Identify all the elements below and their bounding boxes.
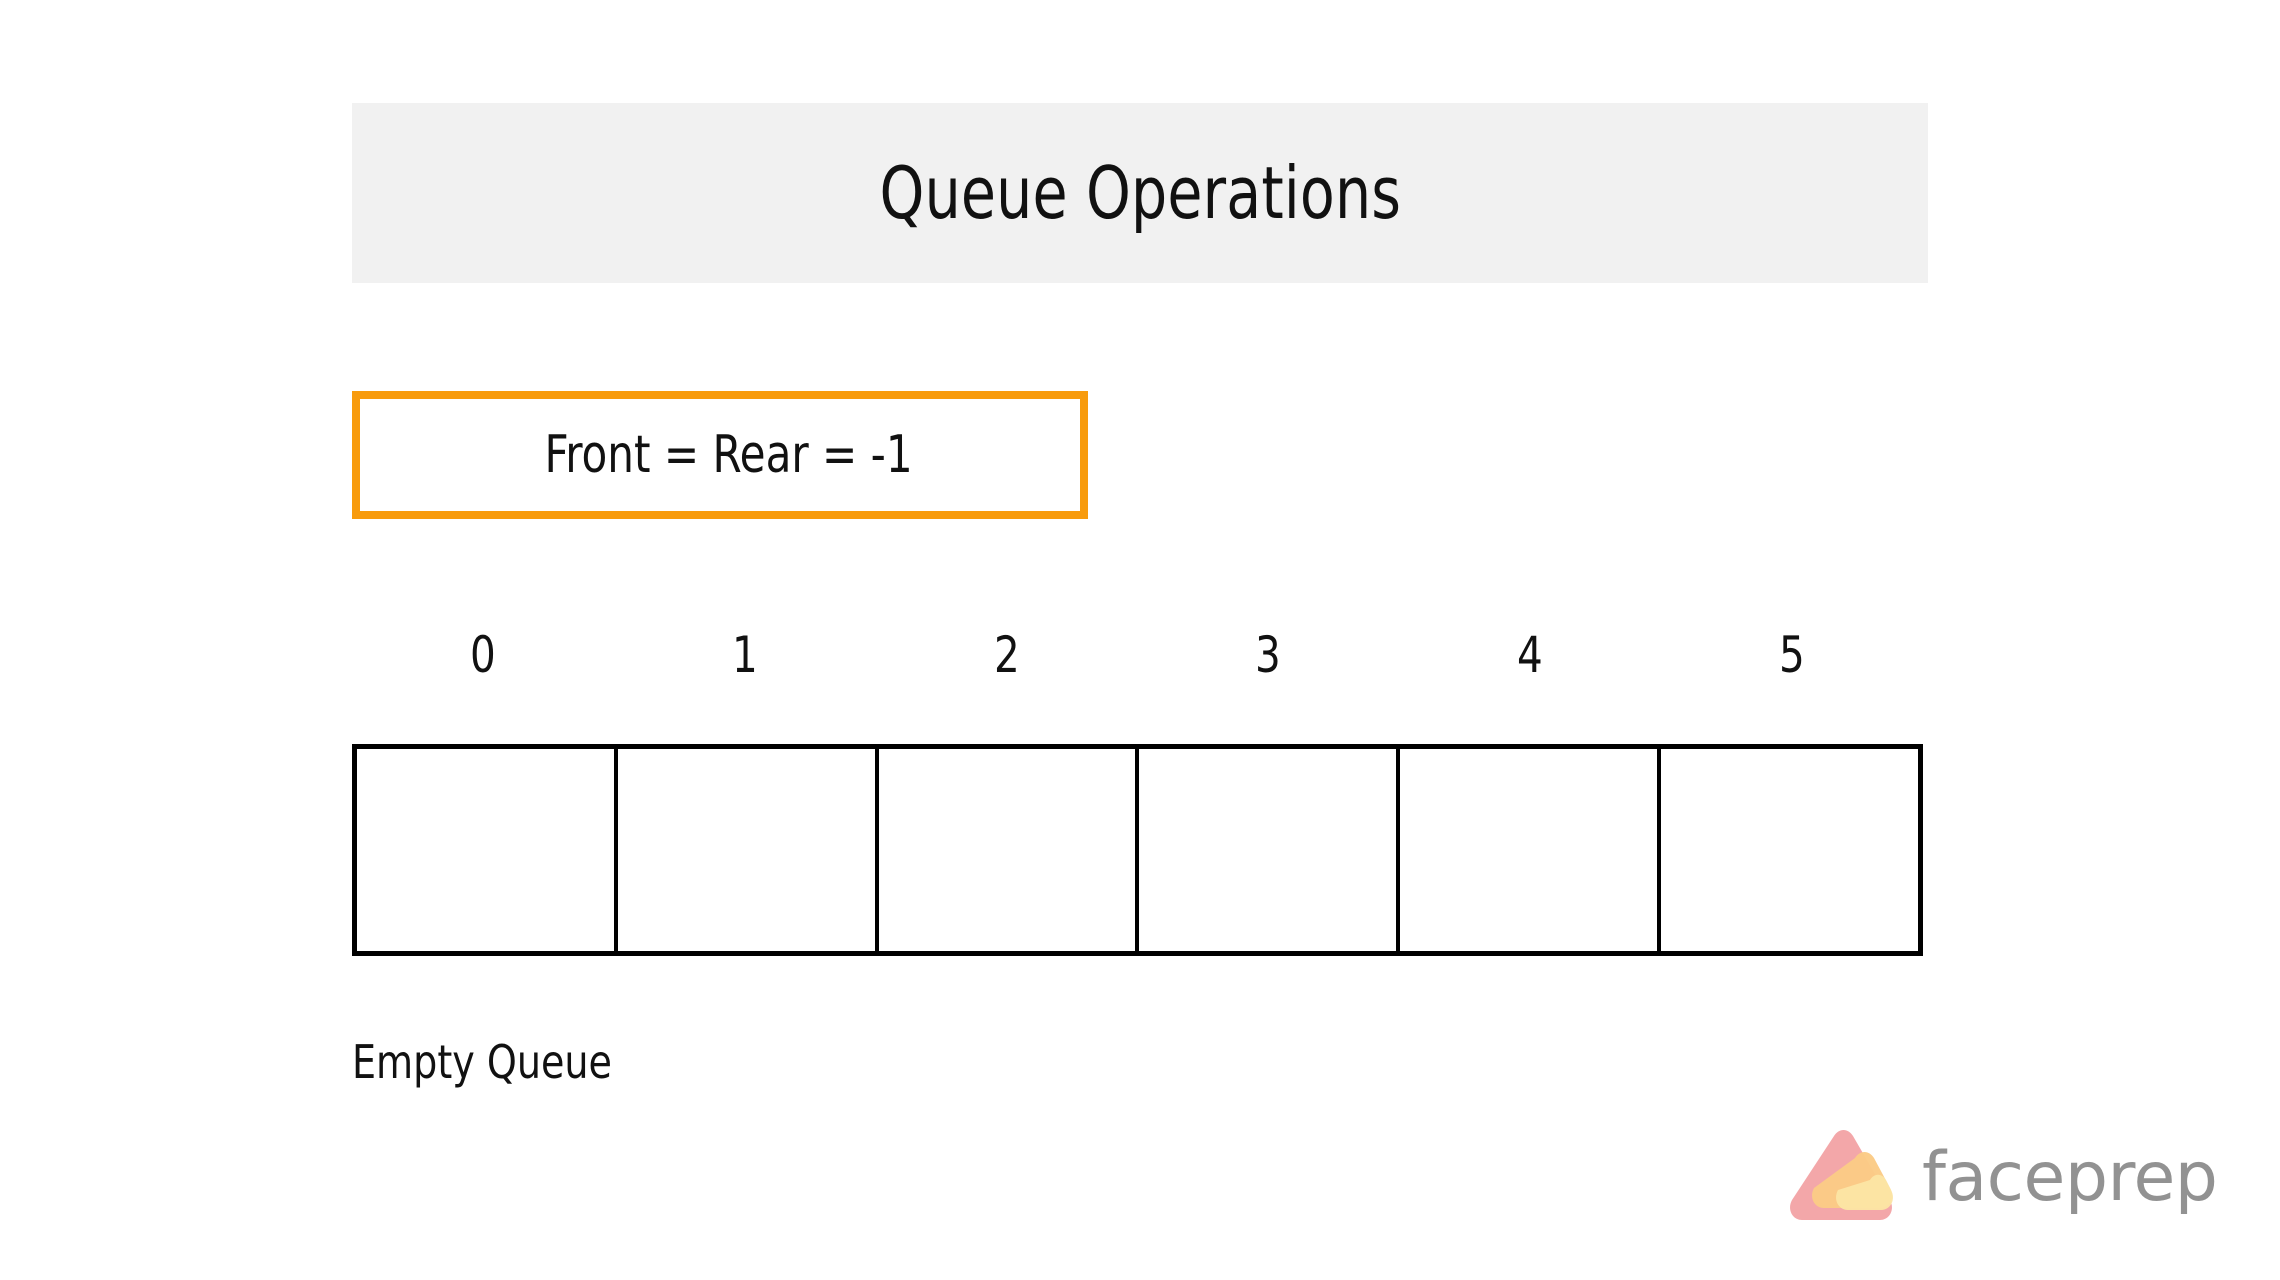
queue-index-label-1: 1: [731, 626, 758, 684]
front-rear-pointer-label: Front = Rear = -1: [544, 425, 914, 485]
queue-index-label-2: 2: [993, 626, 1020, 684]
faceprep-wordmark: faceprep: [1922, 1138, 2218, 1217]
queue-index-row: 0 1 2 3 4 5: [352, 630, 1923, 710]
queue-cell-4[interactable]: [1400, 749, 1662, 951]
page-title: Queue Operations: [879, 151, 1401, 235]
faceprep-logo: faceprep: [1786, 1122, 2246, 1234]
queue-cell-1[interactable]: [617, 749, 879, 951]
queue-cell-2[interactable]: [878, 749, 1140, 951]
front-rear-pointer-box: Front = Rear = -1: [352, 391, 1088, 519]
queue-array-grid: [352, 744, 1923, 956]
queue-index-label-3: 3: [1255, 626, 1282, 684]
queue-cell-3[interactable]: [1139, 749, 1401, 951]
queue-cell-0[interactable]: [357, 749, 618, 951]
queue-cell-5[interactable]: [1661, 749, 1918, 951]
faceprep-triangle-icon: [1790, 1130, 1893, 1220]
queue-index-label-4: 4: [1517, 626, 1544, 684]
queue-status-caption: Empty Queue: [352, 1035, 612, 1089]
queue-index-label-0: 0: [470, 626, 496, 684]
queue-index-label-5: 5: [1779, 626, 1805, 684]
title-banner: Queue Operations: [352, 103, 1928, 283]
